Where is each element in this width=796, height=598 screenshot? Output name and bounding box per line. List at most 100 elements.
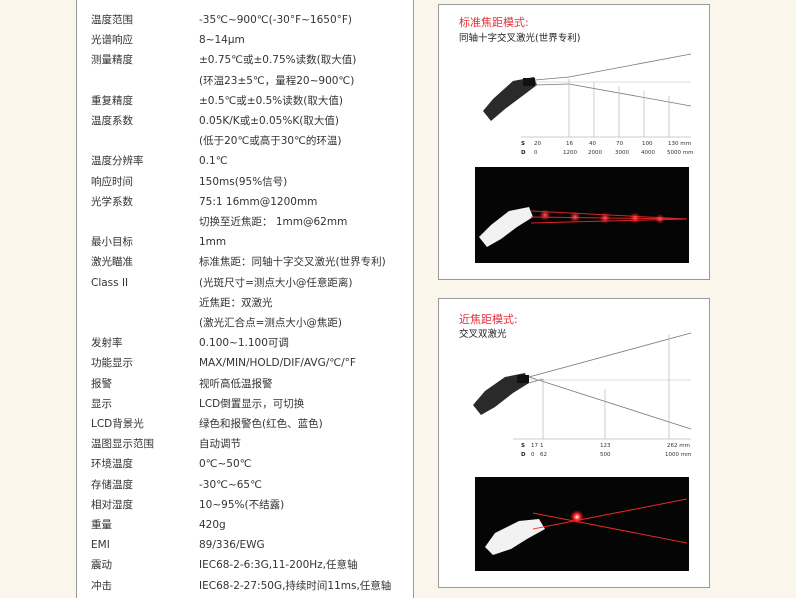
spec-value: -30℃~65℃ [199, 478, 262, 491]
standard-laser-photo [475, 167, 689, 263]
close-focus-panel: 近焦距模式: 交叉双激光 S D 17 1 123 262 mm 0 62 50… [438, 298, 710, 588]
spec-value: (激光汇合点=测点大小@焦距) [199, 317, 342, 329]
spec-value: (低于20℃或高于30℃的环温) [199, 135, 342, 148]
spec-label: 报警 [91, 377, 112, 390]
spec-label: 存储温度 [91, 478, 133, 491]
spec-value: 0.05K/K或±0.05%K(取大值) [199, 115, 339, 127]
distance-markers [542, 334, 670, 439]
spec-label: 功能显示 [91, 357, 133, 370]
spec-label: EMI [91, 539, 110, 552]
spec-label: 响应时间 [91, 175, 133, 188]
spec-label: 测量精度 [91, 54, 133, 67]
spec-row: 最小目标 1mm [91, 232, 407, 252]
spec-label: 温度范围 [91, 14, 133, 26]
spec-row: 激光瞄准标准焦距：同轴十字交叉激光(世界专利) [91, 252, 407, 272]
spec-value: 75:1 16mm@1200mm [199, 195, 318, 208]
spec-value: 绿色和报警色(红色、蓝色) [199, 418, 323, 430]
spec-label: 光学系数 [91, 195, 133, 208]
spec-label: Class II [91, 276, 129, 289]
svg-text:123: 123 [600, 443, 611, 449]
thermometer-icon [479, 207, 533, 247]
svg-text:4000: 4000 [641, 150, 655, 156]
d-row-label: D [521, 452, 526, 458]
spec-value: IEC68-2-27:50G,持续时间11ms,任意轴 [199, 579, 392, 592]
svg-text:500: 500 [600, 452, 611, 458]
spec-row: (激光汇合点=测点大小@焦距) [91, 313, 407, 333]
spec-label: 相对湿度 [91, 498, 133, 511]
spec-row: LCD背景光 绿色和报警色(红色、蓝色) [91, 414, 407, 434]
close-focus-subtitle: 交叉双激光 [459, 329, 507, 340]
svg-text:17: 17 [531, 443, 538, 449]
spec-row: 测量精度 ±0.75℃或±0.75%读数(取大值) [91, 50, 407, 70]
svg-text:70: 70 [616, 141, 623, 147]
beam-upper-line [534, 76, 570, 81]
svg-text:130 mm: 130 mm [668, 141, 691, 147]
spec-label: 温度分辨率 [91, 155, 144, 168]
s-values: 17 1 123 262 mm [531, 443, 690, 449]
spec-value: LCD倒置显示，可切换 [199, 397, 305, 410]
svg-text:5000 mm: 5000 mm [667, 150, 693, 156]
beam-lower-expand-line [568, 83, 692, 107]
spec-row: 显示 LCD倒置显示，可切换 [91, 394, 407, 414]
svg-text:3000: 3000 [615, 150, 629, 156]
spec-value: 0.100~1.100可调 [199, 337, 289, 350]
spec-label: 环境温度 [91, 458, 133, 471]
beam-upper-expand-line [568, 53, 692, 78]
thermometer-icon [483, 77, 537, 121]
spec-value: ±0.75℃或±0.75%读数(取大值) [199, 54, 357, 67]
spec-label: 显示 [91, 397, 112, 410]
spec-row: 光学系数 75:1 16mm@1200mm [91, 192, 407, 212]
svg-text:262 mm: 262 mm [667, 443, 690, 449]
spec-row: 冲击 IEC68-2-27:50G,持续时间11ms,任意轴 [91, 576, 407, 596]
spec-label: 重复精度 [91, 94, 133, 107]
beam-cross-line [528, 376, 692, 430]
spec-value: 自动调节 [199, 438, 241, 451]
spec-row: EMI 89/336/EWG [91, 535, 407, 555]
standard-focus-panel: 标准焦距模式: 同轴十字交叉激光(世界专利) S D 20 16 40 70 [438, 4, 710, 280]
spec-row: (低于20℃或高于30℃的环温) [91, 131, 407, 151]
spec-row: Class II (光斑尺寸=测点大小@任意距离) [91, 273, 407, 293]
standard-focus-diagram: S D 20 16 40 70 100 130 mm 0 1200 2000 3… [483, 53, 693, 156]
standard-focus-title: 标准焦距模式: [459, 16, 529, 29]
spec-value: 标准焦距：同轴十字交叉激光(世界专利) [199, 256, 386, 269]
spec-row: 相对湿度 10~95%(不结露) [91, 495, 407, 515]
spec-value: (光斑尺寸=测点大小@任意距离) [199, 276, 353, 289]
spec-label: 冲击 [91, 579, 112, 592]
thermometer-icon [473, 373, 529, 415]
svg-text:20: 20 [534, 141, 541, 147]
spec-row: 报警视听高低温报警 [91, 374, 407, 394]
spec-row: (环温23±5℃，量程20~900℃) [91, 71, 407, 91]
spec-row: 重复精度 ±0.5℃或±0.5%读数(取大值) [91, 91, 407, 111]
spec-value: ±0.5℃或±0.5%读数(取大值) [199, 94, 343, 107]
spec-label: 光谱响应 [91, 34, 133, 47]
thermometer-icon [485, 519, 545, 555]
s-row-label: S [521, 141, 525, 147]
spec-value: 近焦距：双激光 [199, 296, 273, 309]
spec-label: 温图显示范围 [91, 438, 154, 451]
svg-text:100: 100 [642, 141, 653, 147]
laser-focus-point [570, 510, 584, 524]
svg-text:1200: 1200 [563, 150, 577, 156]
spec-value: 8~14μm [199, 34, 245, 47]
standard-focus-subtitle: 同轴十字交叉激光(世界专利) [459, 33, 581, 44]
spec-value: 89/336/EWG [199, 539, 265, 552]
beam-upper-expand-line [528, 332, 692, 378]
spec-value: 420g [199, 519, 226, 531]
beam-lower-line [528, 378, 544, 384]
svg-text:40: 40 [589, 141, 596, 147]
laser-beams [532, 498, 688, 544]
spec-value: 10~95%(不结露) [199, 498, 285, 511]
spec-label: LCD背景光 [91, 418, 144, 430]
spec-value: 1mm [199, 236, 227, 249]
svg-text:0: 0 [531, 452, 535, 458]
spec-label: 最小目标 [91, 236, 133, 249]
svg-text:1000 mm: 1000 mm [665, 452, 691, 458]
close-focus-diagram: S D 17 1 123 262 mm 0 62 500 1000 mm [473, 332, 692, 458]
